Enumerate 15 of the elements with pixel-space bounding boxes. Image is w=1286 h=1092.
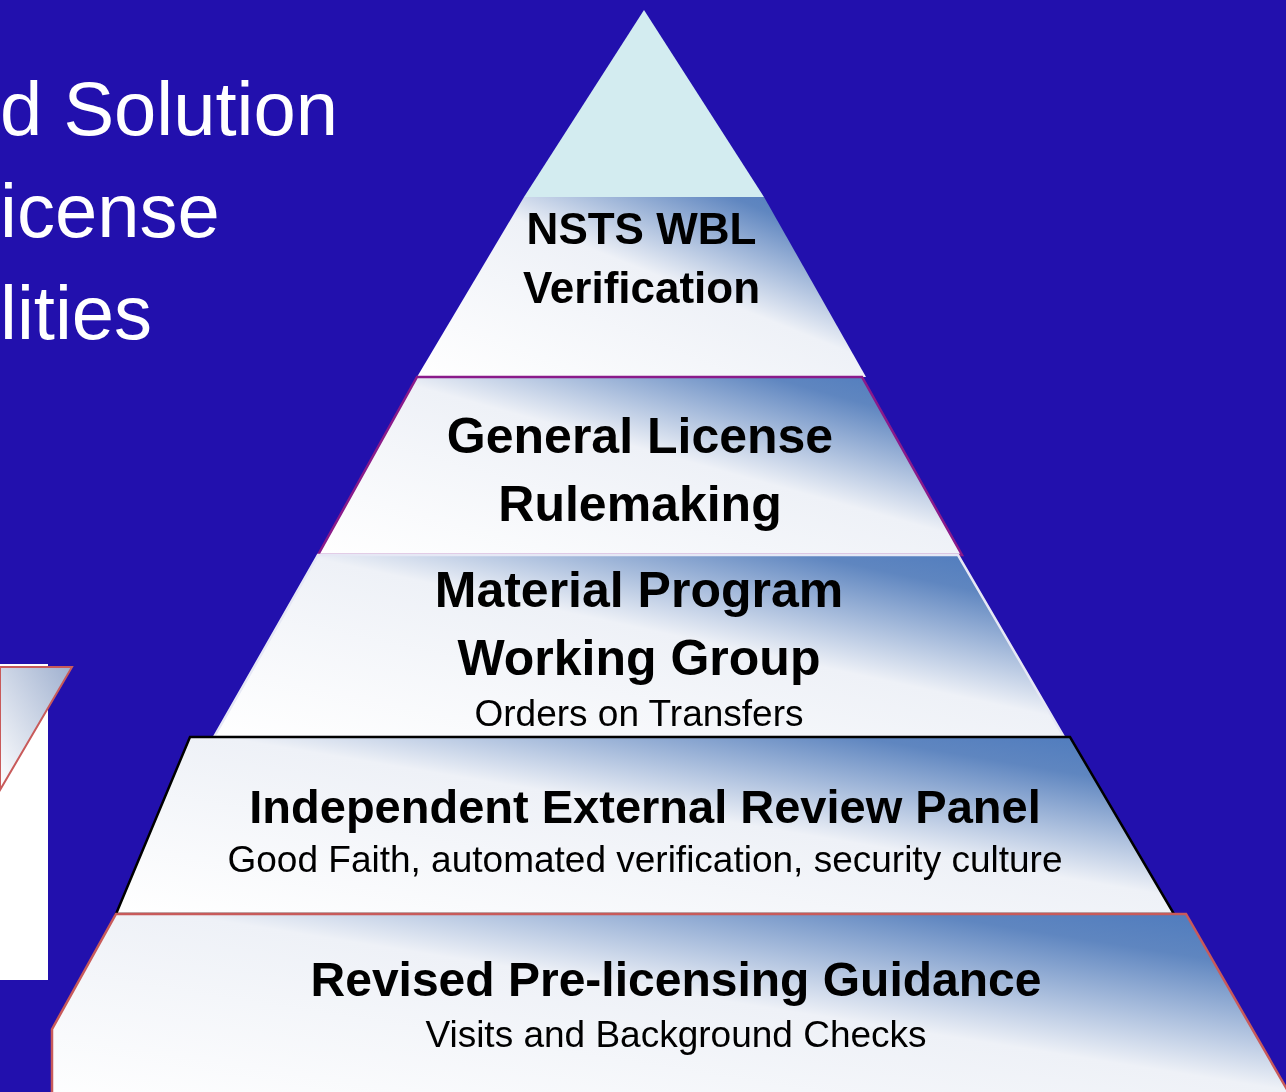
pyramid-tier bbox=[214, 555, 1064, 737]
tier-subtext: Visits and Background Checks bbox=[425, 1012, 927, 1057]
tier-subtext: Orders on Transfers bbox=[474, 692, 804, 736]
pyramid-tier bbox=[52, 914, 1286, 1092]
pyramid-tier bbox=[417, 197, 866, 377]
slide-title: d Solution icense lities bbox=[0, 65, 340, 357]
tier-heading: Revised Pre-licensing Guidance bbox=[310, 952, 1042, 1008]
tier-heading: Independent External Review Panel bbox=[249, 779, 1041, 835]
pyramid-apex bbox=[524, 10, 764, 197]
tier-subtext: Good Faith, automated verification, security culture bbox=[227, 838, 1063, 883]
tier-heading: General License Rulemaking bbox=[445, 407, 835, 534]
pyramid-tier bbox=[116, 737, 1174, 914]
pyramid-tier bbox=[318, 377, 962, 555]
tier-heading: Material Program Working Group bbox=[433, 561, 845, 688]
tier-heading: NSTS WBL Verification bbox=[522, 203, 761, 315]
